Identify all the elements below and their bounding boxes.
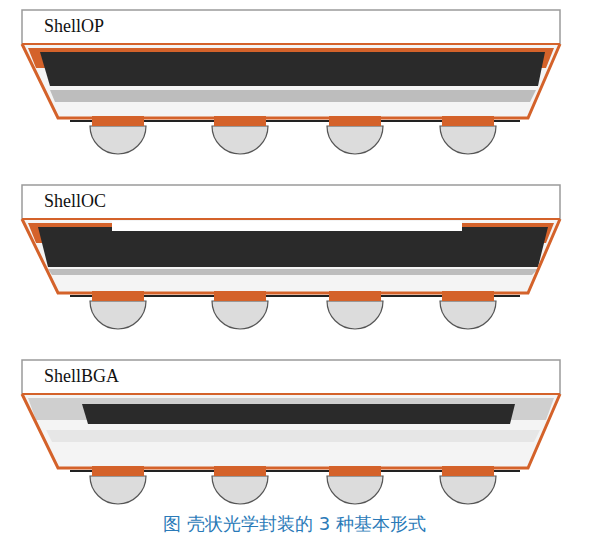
- substrate-layer: [50, 90, 536, 102]
- package-body: [22, 394, 560, 468]
- solder-ball: [212, 476, 268, 504]
- solder-ball: [90, 126, 146, 154]
- solder-ball: [440, 126, 496, 154]
- ball-pad: [92, 291, 144, 301]
- ball-pad: [214, 466, 266, 476]
- shell-outline: [22, 219, 560, 293]
- ball-pad: [329, 291, 381, 301]
- solder-ball: [440, 476, 496, 504]
- glass-lid: [22, 185, 560, 219]
- optical-window: [112, 221, 462, 231]
- shell-outline: [22, 394, 560, 468]
- shell-edge: [22, 43, 560, 45]
- ball-pad: [92, 466, 144, 476]
- ball-pad: [329, 466, 381, 476]
- solder-ball: [327, 476, 383, 504]
- solder-ball: [212, 301, 268, 329]
- solder-ball: [90, 301, 146, 329]
- solder-ball: [90, 476, 146, 504]
- figure-caption: 图 壳状光学封装的 3 种基本形式: [0, 512, 589, 536]
- package-label: ShellOC: [44, 191, 106, 212]
- ball-pad: [92, 116, 144, 126]
- solder-ball: [327, 301, 383, 329]
- silicon-die: [38, 227, 548, 267]
- glass-lid: [22, 10, 560, 44]
- silicon-die: [40, 52, 545, 86]
- substrate-layer: [48, 269, 538, 275]
- solder-ball: [440, 301, 496, 329]
- package-body: [22, 219, 560, 293]
- ball-pad: [442, 291, 494, 301]
- package-label: ShellBGA: [44, 366, 119, 387]
- shell-edge: [22, 218, 560, 220]
- ball-pad: [442, 116, 494, 126]
- package-body: [22, 44, 560, 118]
- silicon-die: [82, 404, 515, 424]
- package-label: ShellOP: [44, 16, 104, 37]
- solder-ball: [327, 126, 383, 154]
- ball-pad: [214, 291, 266, 301]
- glass-lid: [22, 360, 560, 394]
- substrate-layer: [46, 430, 540, 442]
- ball-pad: [214, 116, 266, 126]
- ball-pad: [329, 116, 381, 126]
- solder-ball: [212, 126, 268, 154]
- ball-pad: [442, 466, 494, 476]
- shell-edge: [22, 393, 560, 395]
- shell-outline: [22, 44, 560, 118]
